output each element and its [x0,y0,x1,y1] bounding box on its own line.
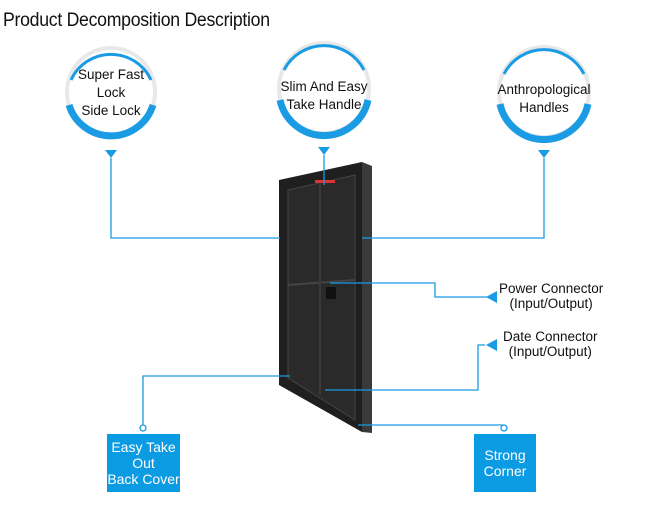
line-data [325,344,485,391]
label-side-lock: Super Fast Lock Side Lock [66,66,156,120]
label-line: Easy Take [111,439,176,455]
label-line: Corner [483,463,527,479]
label-line: (Input/Output) [508,344,592,359]
label-line: Out [132,455,155,471]
line-anthropological [362,158,545,239]
label-anthropological: Anthropological Handles [494,81,594,117]
label-line: Handles [519,100,569,115]
box-back-cover: Easy Take Out Back Cover [107,434,180,492]
label-line: Anthropological [497,82,591,97]
label-data-connector: Date Connector (Input/Output) [503,329,598,359]
label-line: Lock [96,85,126,100]
label-line: Super Fast [77,67,145,82]
line-back-cover [142,375,290,428]
line-corner [358,424,505,428]
label-handle: Slim And Easy Take Handle [279,78,369,114]
label-power-connector: Power Connector (Input/Output) [499,281,603,311]
label-line: (Input/Output) [509,296,593,311]
label-line: Power Connector [499,281,604,296]
label-line: Take Handle [286,97,362,112]
line-side-lock [110,158,280,239]
label-line: Slim And Easy [280,79,368,94]
led-cabinet-image [279,162,372,433]
label-line: Date Connector [503,329,598,344]
label-line: Back Cover [107,471,180,487]
callout-circle-side-lock [65,46,157,158]
line-power [330,282,497,298]
label-line: Side Lock [81,103,141,118]
box-strong-corner: Strong Corner [474,434,536,492]
callout-circle-anthropological [496,45,592,158]
label-line: Strong [484,447,526,463]
callout-circle-handle [276,41,372,155]
page-title: Product Decomposition Description [3,10,270,31]
